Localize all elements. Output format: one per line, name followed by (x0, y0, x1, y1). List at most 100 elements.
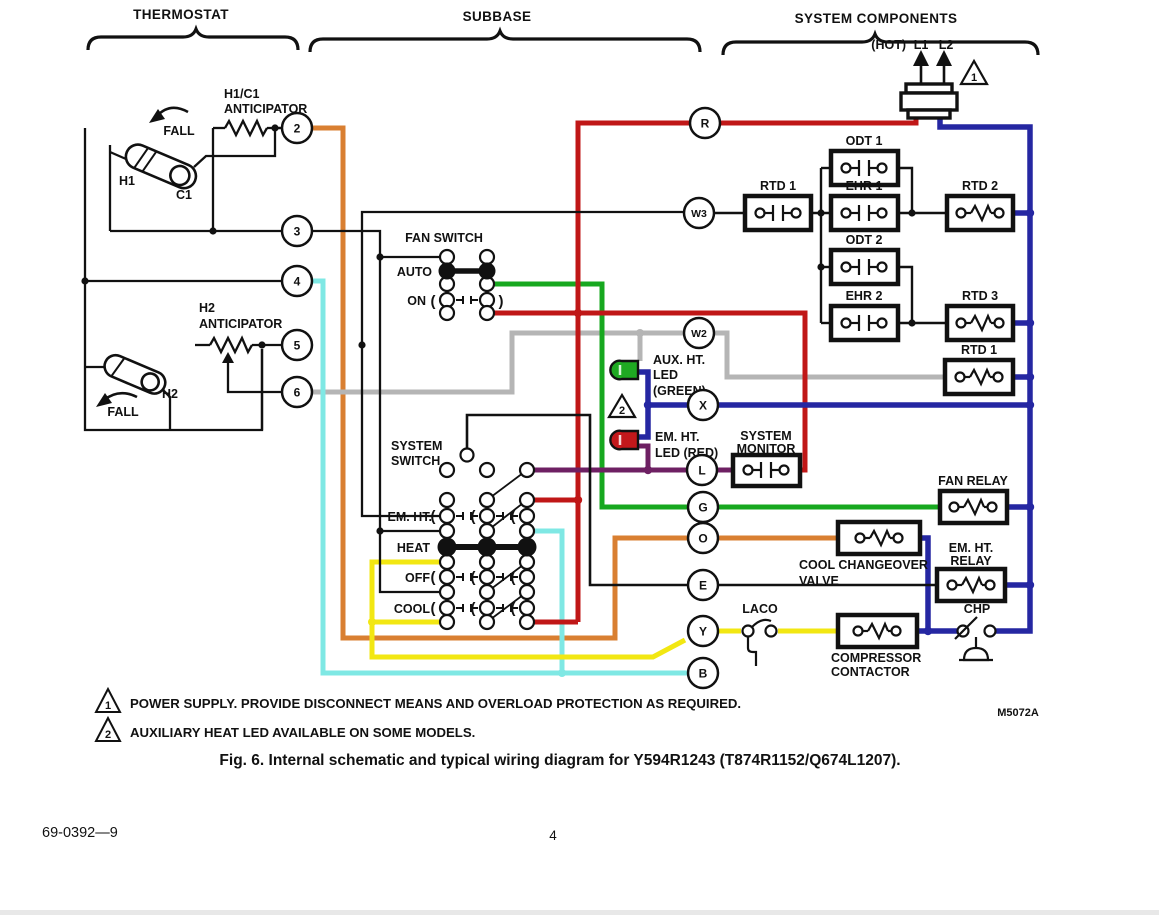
rtd2-box: RTD 2 (944, 179, 1016, 233)
chp-switch (954, 616, 997, 662)
subbase-section-label: SUBBASE (463, 9, 532, 24)
subbase-terminals: R W3 W2 X L G O E Y B (682, 106, 722, 690)
em-led-label-line1: EM. HT. (655, 430, 699, 444)
c1-label: C1 (176, 188, 192, 202)
em-ht-relay-box: EM. HT. RELAY (934, 541, 1008, 604)
terminal-g: G (698, 501, 707, 515)
warning-1-number: 1 (971, 72, 977, 84)
cool-changeover-valve-box: COOL CHANGEOVER VALVE (799, 519, 928, 588)
h2-label: H2 (162, 387, 178, 401)
section-brackets (86, 24, 1040, 56)
figure-caption: Fig. 6. Internal schematic and typical w… (219, 752, 900, 769)
system-components-section-label: SYSTEM COMPONENTS (795, 11, 958, 26)
position-heat-label: HEAT (397, 541, 430, 555)
em-ht-relay-label-line1: EM. HT. (949, 541, 993, 555)
laco-switch (741, 618, 778, 666)
position-em-ht-label: EM. HT. (388, 510, 432, 524)
compressor-contactor-box: COMPRESSOR CONTACTOR (831, 612, 921, 679)
terminal-e: E (699, 579, 707, 593)
odt1-label: ODT 1 (846, 134, 883, 148)
terminal-w2: W2 (691, 328, 707, 340)
odt1-box: ODT 1 (828, 134, 901, 188)
yellow-wire (368, 559, 838, 660)
odt2-label: ODT 2 (846, 233, 883, 247)
system-monitor-box: SYSTEM MONITOR (730, 429, 803, 489)
svg-text:(: ( (431, 600, 436, 617)
svg-text:(: ( (471, 600, 476, 617)
terminal-2: 2 (294, 122, 301, 136)
ehr2-box: EHR 2 (828, 289, 901, 343)
aux-heat-led (609, 359, 640, 381)
thermostat-bracket (86, 24, 300, 51)
system-switch-parens: ((( ((( ((( (431, 508, 516, 617)
position-cool-label: COOL (394, 602, 430, 616)
odt2-box: ODT 2 (828, 233, 901, 287)
svg-text:(: ( (431, 508, 436, 525)
svg-text:(: ( (471, 508, 476, 525)
svg-text:(: ( (511, 569, 516, 586)
page-number: 4 (549, 828, 557, 843)
ehr2-label: EHR 2 (846, 289, 883, 303)
h2-mercury-bulb (103, 353, 167, 395)
document-number: 69-0392—9 (42, 825, 118, 841)
red-wire (494, 117, 919, 625)
terminal-l: L (698, 464, 705, 478)
compressor-label-line2: CONTACTOR (831, 665, 910, 679)
h1-label: H1 (119, 174, 135, 188)
rtd3-label: RTD 3 (962, 289, 998, 303)
green-wire (494, 281, 940, 510)
fan-switch: ( ) (431, 248, 504, 322)
system-switch-heat-contact (437, 537, 457, 557)
cool-changeover-label-line2: VALVE (799, 574, 839, 588)
component-boxes: ODT 1 RTD 1 EHR 1 RTD 2 ODT 2 EHR 2 (730, 134, 1016, 679)
terminal-y: Y (699, 625, 707, 639)
thermostat-terminals: 2 3 4 5 6 (280, 111, 314, 409)
orange-wire (312, 125, 838, 641)
rtd1-top-label: RTD 1 (760, 179, 796, 193)
rtd1-lower-box: RTD 1 (942, 343, 1016, 397)
svg-text:(: ( (511, 600, 516, 617)
ehr1-label: EHR 1 (846, 179, 883, 193)
note-1-number: 1 (105, 700, 111, 712)
terminal-6: 6 (294, 386, 301, 400)
ehr1-box: EHR 1 (828, 179, 901, 233)
position-off-label: OFF (405, 571, 430, 585)
note-2: 2 AUXILIARY HEAT LED AVAILABLE ON SOME M… (94, 715, 475, 742)
fall-arrow-upper (149, 106, 189, 123)
l1-label: L1 (914, 38, 929, 52)
terminal-w3: W3 (691, 208, 707, 220)
warning-triangle-2: 2 (607, 392, 637, 419)
h1c1-anticipator-label-line1: H1/C1 (224, 87, 259, 101)
system-components-bracket (721, 29, 1040, 56)
terminal-o: O (698, 532, 707, 546)
fall-arrow-lower (96, 391, 138, 407)
purple-wire (534, 443, 733, 475)
compressor-label-line1: COMPRESSOR (831, 651, 921, 665)
cool-changeover-label-line1: COOL CHANGEOVER (799, 558, 928, 572)
relay-network-wires (715, 166, 947, 327)
fan-on-label: ON (407, 294, 426, 308)
note-1-text: POWER SUPPLY. PROVIDE DISCONNECT MEANS A… (130, 696, 741, 711)
terminal-r: R (701, 117, 710, 131)
thermostat-section-label: THERMOSTAT (133, 7, 229, 22)
system-monitor-label-line2: MONITOR (737, 442, 796, 456)
aux-led-label-line1: AUX. HT. (653, 353, 705, 367)
gray-wire (312, 329, 945, 395)
h1-mercury-bulb (124, 143, 198, 190)
l2-label: L2 (939, 38, 954, 52)
h2-anticipator-label-line2: ANTICIPATOR (199, 317, 282, 331)
rtd1-top-box: RTD 1 (742, 179, 814, 233)
terminal-3: 3 (294, 225, 301, 239)
fan-switch-auto-contact (438, 262, 456, 280)
rtd3-box: RTD 3 (944, 289, 1016, 343)
warning-2-number: 2 (619, 405, 625, 417)
terminal-x: X (699, 399, 707, 413)
system-switch: ((( ((( ((( (431, 413, 937, 631)
blue-wire (638, 118, 1035, 636)
h2-anticipator-label-line1: H2 (199, 301, 215, 315)
em-ht-relay-label-line2: RELAY (950, 554, 992, 568)
system-switch-label-line1: SYSTEM (391, 439, 442, 453)
rtd1-lower-label: RTD 1 (961, 343, 997, 357)
terminal-5: 5 (294, 339, 301, 353)
